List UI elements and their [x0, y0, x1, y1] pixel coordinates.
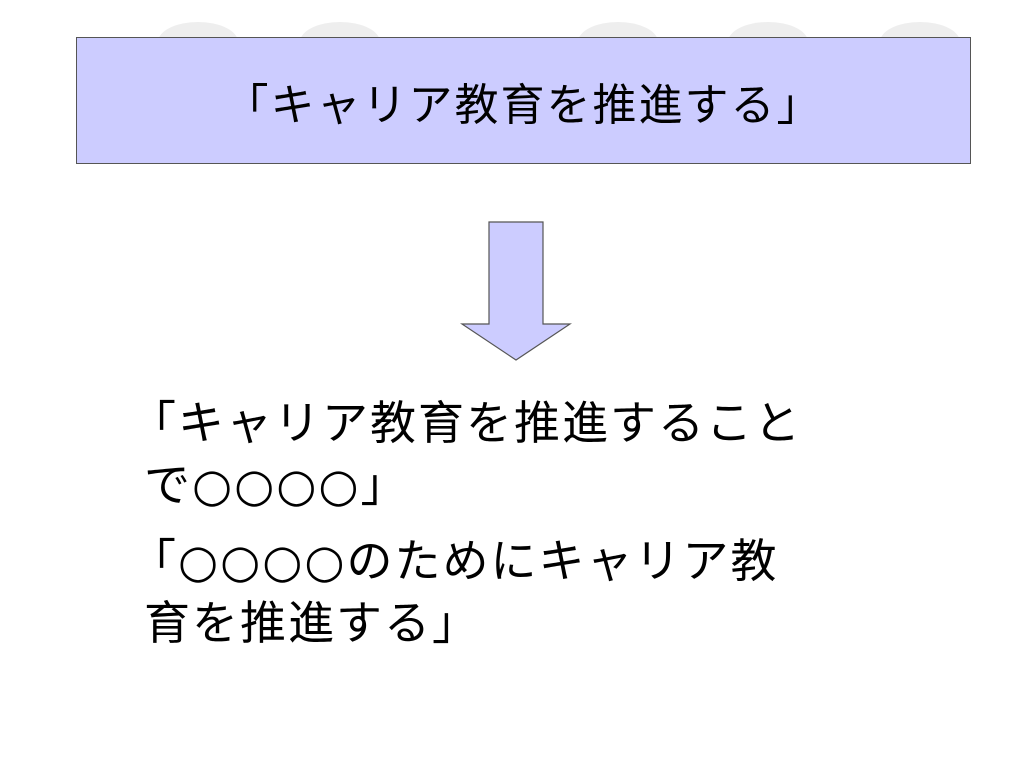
statement-line: で○○○○」 [144, 458, 409, 512]
statement-item: 「キャリア教育を推進すること で○○○○」 [130, 392, 960, 516]
down-arrow-icon [460, 221, 572, 361]
statement-line: 「キャリア教育を推進すること [130, 396, 802, 450]
statement-list: 「キャリア教育を推進すること で○○○○」 「○○○○のためにキャリア教 育を推… [130, 392, 960, 668]
statement-item: 「○○○○のためにキャリア教 育を推進する」 [130, 530, 960, 654]
slide-title: 「キャリア教育を推進する」 [224, 79, 823, 131]
statement-line: 「○○○○のためにキャリア教 [130, 534, 779, 588]
title-box: 「キャリア教育を推進する」 [76, 37, 971, 164]
statement-line: 育を推進する」 [144, 596, 480, 650]
